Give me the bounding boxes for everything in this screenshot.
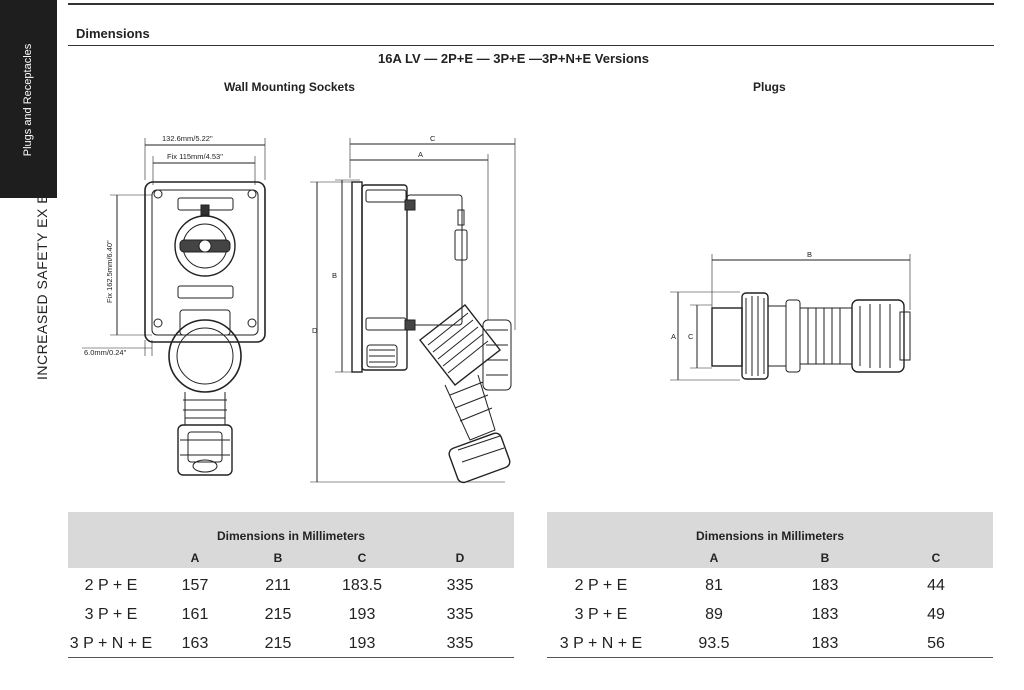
plug-dim-c-label: C xyxy=(688,332,694,341)
plugs-row-label: 3 P + E xyxy=(574,606,628,623)
sockets-cell: 211 xyxy=(265,577,291,594)
page-title: Dimensions xyxy=(76,26,150,41)
front-width-fix-label: Fix 115mm/4.53" xyxy=(167,152,223,161)
sockets-cell: 183.5 xyxy=(341,577,383,594)
sockets-cell: 335 xyxy=(446,577,474,594)
plug-dim-b-label: B xyxy=(807,250,812,259)
sockets-cell: 335 xyxy=(446,635,474,652)
plugs-row-label: 3 P + N + E xyxy=(559,635,643,652)
plugs-cell: 56 xyxy=(927,635,945,652)
plugs-cell: 81 xyxy=(705,577,723,594)
plugs-cell: 93.5 xyxy=(698,635,730,652)
plugs-row-label: 2 P + E xyxy=(574,577,628,594)
sockets-cell: 193 xyxy=(348,635,376,652)
technical-drawings: 132.6mm/5.22" Fix 115mm/4.53" Fix 162.5m… xyxy=(82,134,911,484)
plugs-title: Plugs xyxy=(753,80,786,94)
side-dim-d-label: D xyxy=(312,326,318,335)
side-dim-b-label: B xyxy=(332,271,337,280)
side-dim-c-label: C xyxy=(430,134,436,143)
sockets-cell: 215 xyxy=(264,606,292,623)
plugs-cell: 89 xyxy=(705,606,723,623)
plugs-cell: 44 xyxy=(927,577,945,594)
plugs-table-bottom-rule xyxy=(547,657,993,658)
plugs-col-b: B xyxy=(820,551,830,565)
sockets-col-a: A xyxy=(190,551,200,565)
plugs-col-a: A xyxy=(709,551,719,565)
plugs-col-c: C xyxy=(931,551,941,565)
socket-front-view xyxy=(82,138,266,476)
plugs-cell: 183 xyxy=(811,635,839,652)
sockets-col-c: C xyxy=(357,551,367,565)
front-width-outer-label: 132.6mm/5.22" xyxy=(162,134,213,143)
sockets-cell: 193 xyxy=(348,606,376,623)
sockets-cell: 157 xyxy=(181,577,209,594)
sockets-cell: 335 xyxy=(446,606,474,623)
socket-side-view xyxy=(310,138,516,484)
sockets-table-caption: Dimensions in Millimeters xyxy=(216,529,366,543)
front-hole-label: 6.0mm/0.24" xyxy=(84,348,127,357)
sockets-col-b: B xyxy=(273,551,283,565)
sockets-cell: 215 xyxy=(264,635,292,652)
sockets-cell: 161 xyxy=(181,606,209,623)
plugs-table-caption: Dimensions in Millimeters xyxy=(695,529,845,543)
plug-side-view xyxy=(670,254,911,381)
sockets-col-d: D xyxy=(455,551,465,565)
plugs-table-header xyxy=(547,512,993,568)
title-divider xyxy=(68,45,994,46)
sockets-row-label: 2 P + E xyxy=(84,577,138,594)
side-dim-a-label: A xyxy=(418,150,423,159)
sockets-cell: 163 xyxy=(181,635,209,652)
plugs-cell: 183 xyxy=(811,577,839,594)
sockets-table-header xyxy=(68,512,514,568)
sockets-table-bottom-rule xyxy=(68,657,514,658)
versions-title: 16A LV — 2P+E — 3P+E —3P+N+E Versions xyxy=(378,51,649,66)
top-divider xyxy=(68,3,994,5)
plug-dim-a-label: A xyxy=(671,332,676,341)
sockets-row-label: 3 P + N + E xyxy=(69,635,153,652)
plugs-cell: 183 xyxy=(811,606,839,623)
front-height-fix-label: Fix 162.5mm/6.40" xyxy=(105,240,114,303)
plugs-cell: 49 xyxy=(927,606,945,623)
sidebar-tab: Plugs and Receptacles xyxy=(0,0,57,198)
sockets-row-label: 3 P + E xyxy=(84,606,138,623)
sockets-title: Wall Mounting Sockets xyxy=(224,80,355,94)
